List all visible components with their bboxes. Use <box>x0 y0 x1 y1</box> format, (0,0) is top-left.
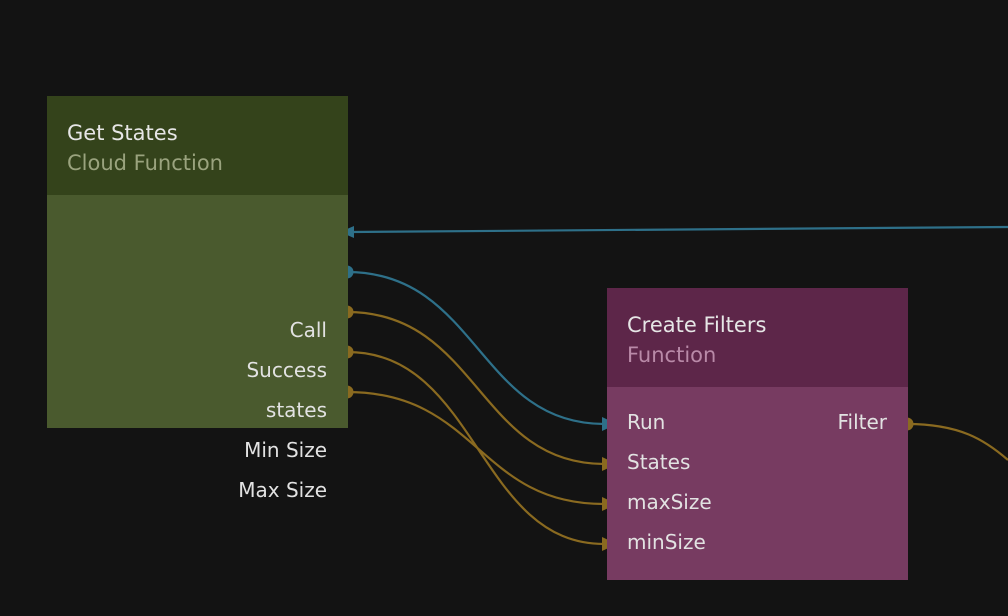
get-states-node[interactable]: Get States Cloud Function Call Success s… <box>47 96 348 502</box>
port-minsize-input[interactable]: minSize <box>627 530 706 554</box>
port-states-input[interactable]: States <box>627 450 691 474</box>
wire-maxsize-to-maxsize[interactable] <box>346 390 605 506</box>
get-states-node-body: Call Success states Min Size Max Size <box>47 195 348 502</box>
wire-filter-output[interactable] <box>906 422 1008 461</box>
node-subtitle: Function <box>627 343 717 367</box>
port-min-size[interactable]: Min Size <box>244 438 327 462</box>
port-filter-output[interactable]: Filter <box>837 410 887 434</box>
node-subtitle: Cloud Function <box>67 151 223 175</box>
node-title: Create Filters <box>627 313 767 337</box>
create-filters-node-body: Run States maxSize minSize Filter <box>607 387 908 580</box>
wire-states-to-states[interactable] <box>346 310 605 466</box>
create-filters-node[interactable]: Create Filters Function Run States maxSi… <box>607 288 908 580</box>
port-maxsize-input[interactable]: maxSize <box>627 490 712 514</box>
get-states-node-header[interactable]: Get States Cloud Function <box>47 96 348 195</box>
port-call[interactable]: Call <box>289 318 327 342</box>
port-states[interactable]: states <box>265 398 327 422</box>
port-max-size[interactable]: Max Size <box>238 478 327 502</box>
wire-minsize-to-minsize[interactable] <box>346 350 605 546</box>
port-run[interactable]: Run <box>627 410 666 434</box>
wire-call-input[interactable] <box>351 225 1008 234</box>
create-filters-node-header[interactable]: Create Filters Function <box>607 288 908 387</box>
wire-success-to-run[interactable] <box>346 270 605 426</box>
port-success[interactable]: Success <box>246 358 327 382</box>
node-title: Get States <box>67 121 178 145</box>
